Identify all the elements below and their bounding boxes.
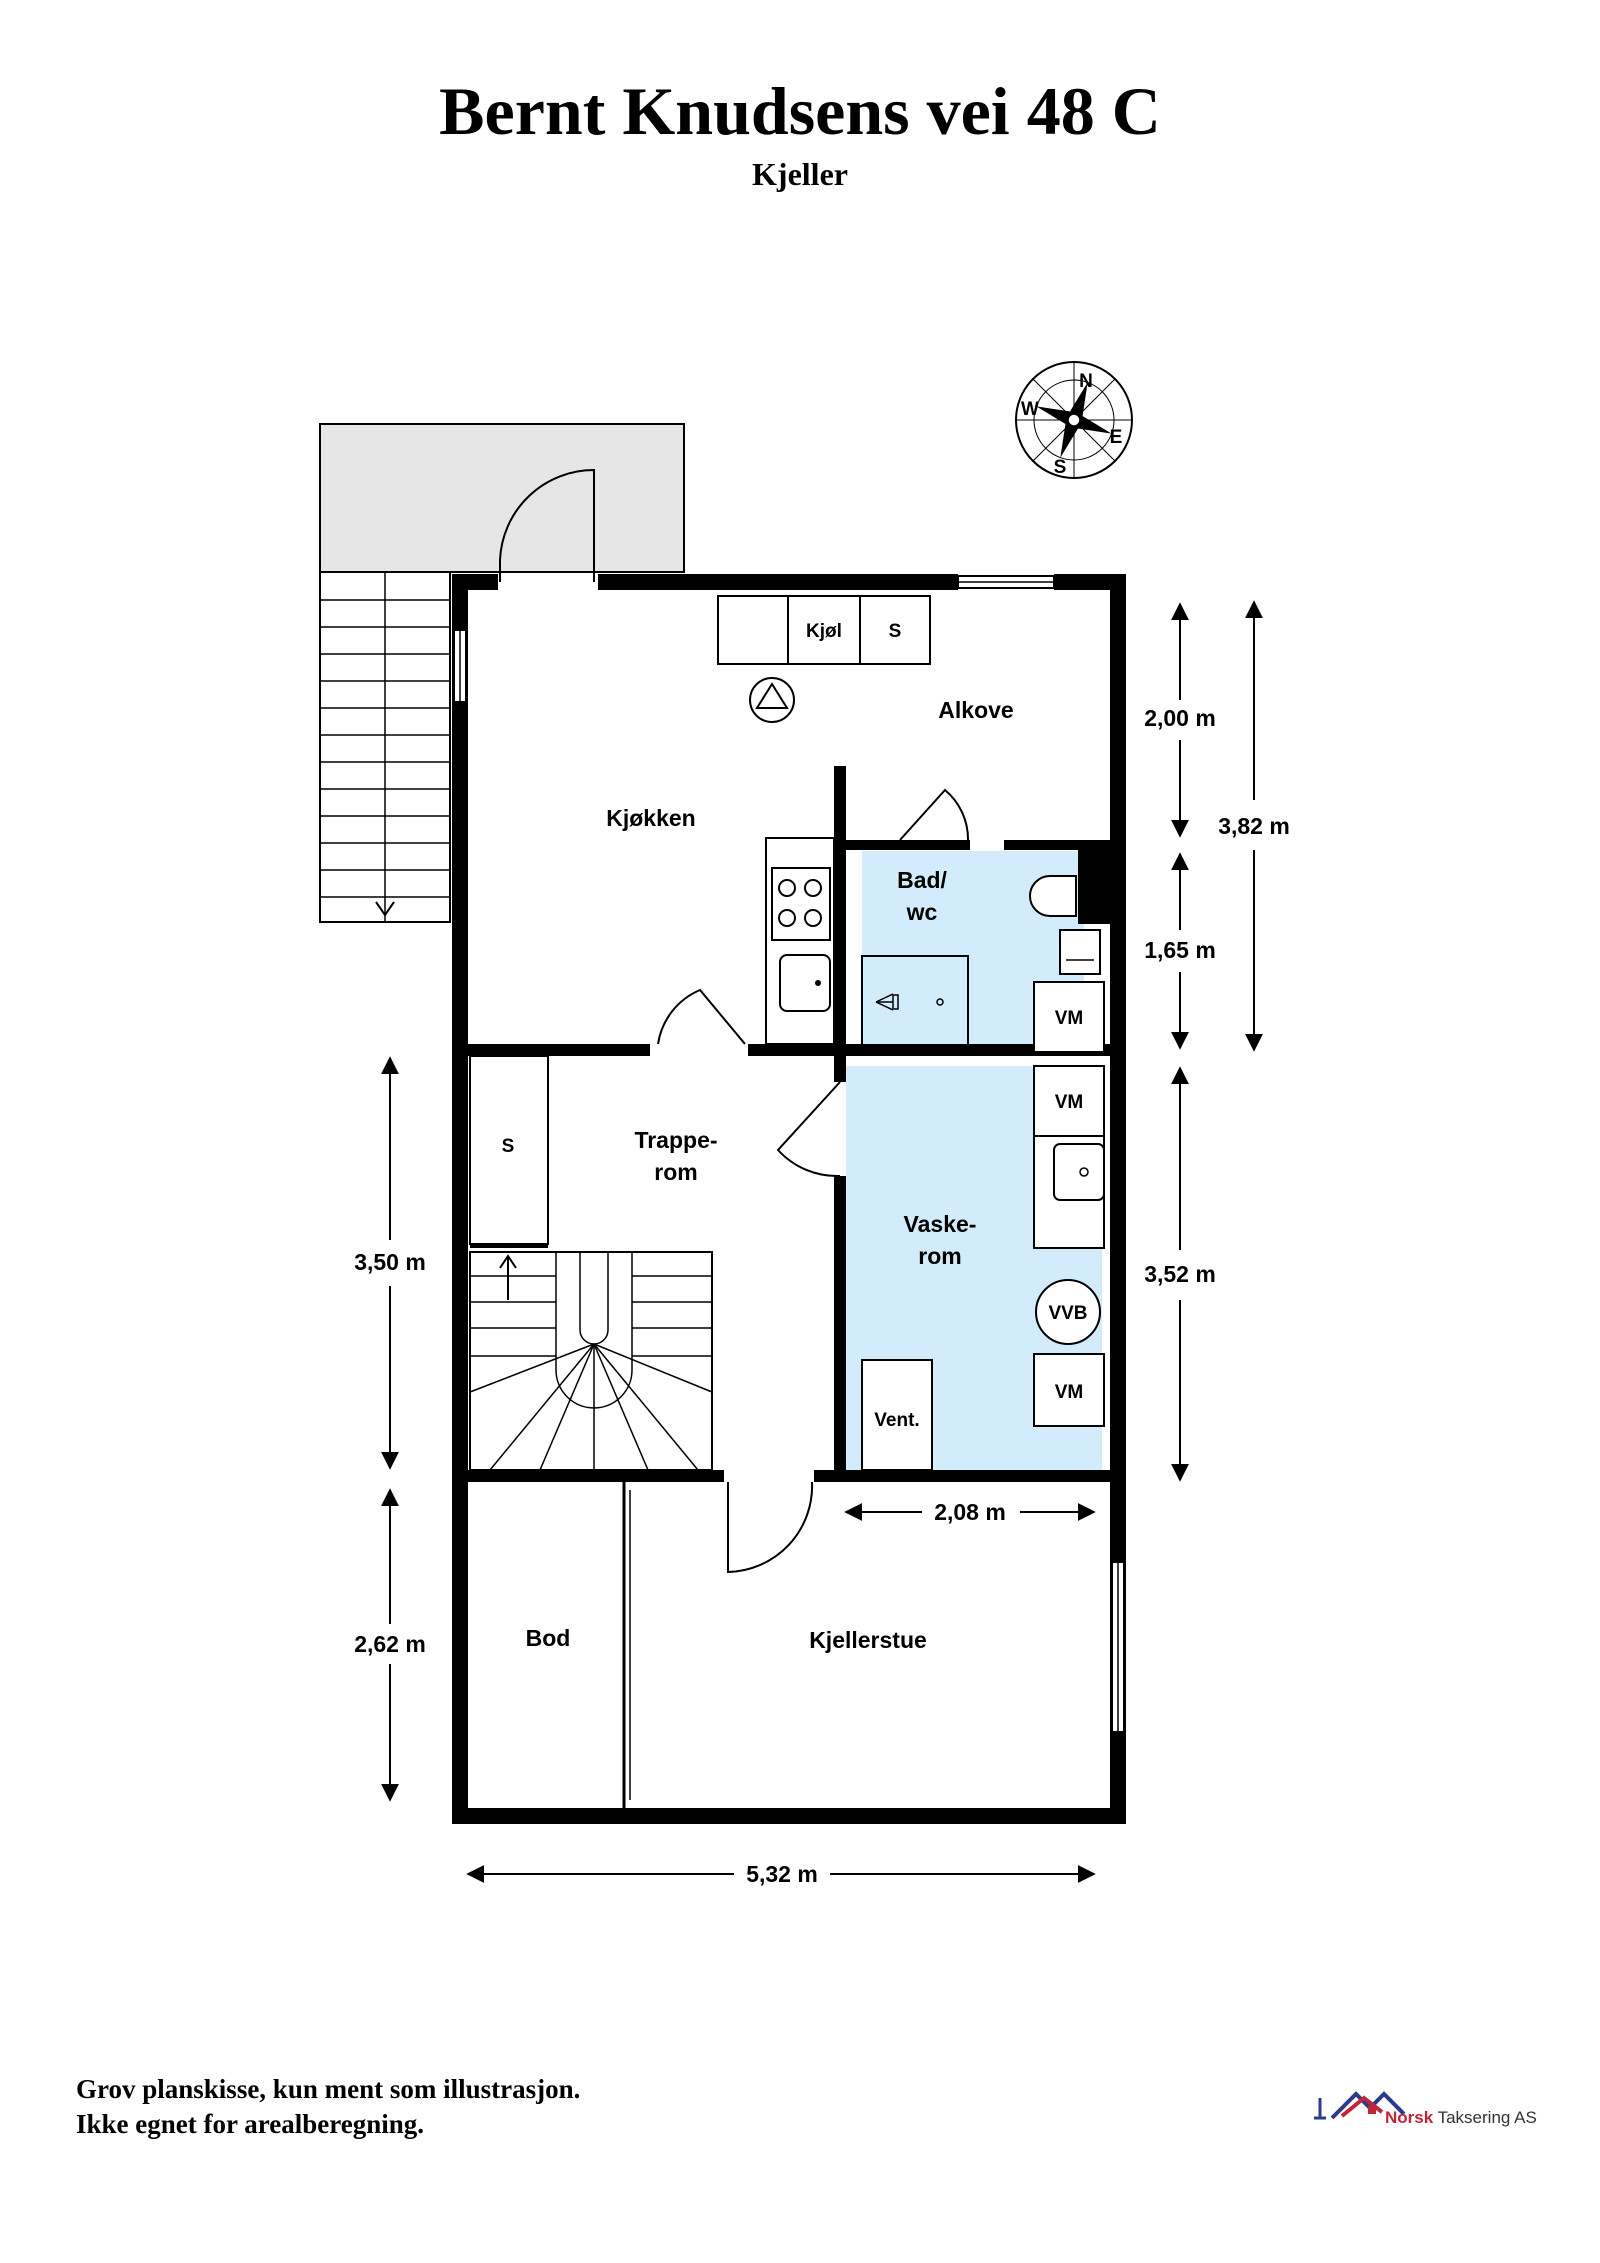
dimension-lines	[381, 600, 1263, 1883]
room-label-trapperom-1: Trappe-	[634, 1127, 717, 1153]
fridge-label: Kjøl	[806, 621, 842, 642]
shower	[861, 955, 969, 1053]
compass-e: E	[1110, 427, 1123, 448]
water-heater	[1035, 1279, 1101, 1345]
vm-label-2: VM	[1055, 1382, 1084, 1403]
room-label-kjokken: Kjøkken	[606, 805, 695, 831]
disclaimer-line-2: Ikke egnet for arealberegning.	[76, 2109, 424, 2139]
stair-storage	[469, 1055, 549, 1245]
logo-text-rest: Taksering AS	[1433, 2108, 1537, 2127]
kitchen-sink-icon	[779, 954, 831, 1012]
company-logo-text: Norsk Taksering AS	[1385, 2108, 1537, 2128]
bad-door	[899, 788, 970, 841]
bathroom-sink-icon	[1059, 929, 1101, 975]
dim-label-350: 3,50 m	[354, 1249, 426, 1275]
toilet-icon	[1029, 875, 1077, 917]
room-label-trapperom-2: rom	[654, 1159, 697, 1185]
shower-head-icon	[875, 993, 899, 1011]
interior-walls	[452, 766, 1110, 1482]
dim-label-262: 2,62 m	[354, 1631, 426, 1657]
vvb-label: VVB	[1048, 1303, 1087, 1324]
stair-down-arrow-icon	[375, 901, 395, 917]
compass-n: N	[1079, 371, 1093, 392]
kitchen-door	[657, 988, 746, 1045]
dim-label-382: 3,82 m	[1218, 813, 1290, 839]
dim-label-532: 5,32 m	[746, 1861, 818, 1887]
compass-rose-icon: N E S W	[1015, 361, 1133, 479]
dim-label-165: 1,65 m	[1144, 937, 1216, 963]
washing-machine-2	[1033, 1353, 1105, 1427]
exterior-walls	[452, 574, 1126, 1824]
room-label-bod: Bod	[526, 1625, 571, 1651]
dim-label-200: 2,00 m	[1144, 705, 1216, 731]
laundry-sink-icon	[1053, 1143, 1105, 1201]
room-label-vaskerom-2: rom	[918, 1243, 961, 1269]
vent-label: Vent.	[874, 1410, 919, 1431]
room-label-wc: wc	[906, 899, 938, 925]
stair-up-arrow-icon	[499, 1254, 517, 1300]
room-label-bad: Bad/	[897, 867, 947, 893]
terrace	[319, 423, 685, 573]
kjellerstue-door	[727, 1481, 814, 1574]
cabinet-label-top: S	[889, 621, 902, 642]
washing-machine-1	[1033, 1065, 1105, 1137]
disclaimer: Grov planskisse, kun ment som illustrasj…	[76, 2072, 580, 2142]
cabinet-label-stair: S	[502, 1136, 515, 1157]
dim-label-208: 2,08 m	[934, 1499, 1006, 1525]
room-label-alkove: Alkove	[938, 697, 1013, 723]
inner-stairs	[469, 1251, 713, 1471]
washing-machine-bad	[1033, 981, 1105, 1053]
compass-s: S	[1054, 457, 1067, 478]
entry-door	[499, 468, 595, 582]
company-logo-icon	[1314, 2091, 1406, 2120]
dim-label-352: 3,52 m	[1144, 1261, 1216, 1287]
vm-label-bad: VM	[1055, 1008, 1084, 1029]
inner-stair-treads	[469, 1252, 713, 1471]
room-label-vaskerom-1: Vaske-	[904, 1211, 977, 1237]
vm-label-1: VM	[1055, 1092, 1084, 1113]
logo-text-bold: Norsk	[1385, 2108, 1434, 2127]
stove	[771, 867, 831, 941]
ventilation-fan-icon	[749, 677, 795, 723]
page-title: Bernt Knudsens vei 48 C	[439, 73, 1161, 149]
upper-cabinets	[717, 595, 931, 665]
compass-w: W	[1021, 399, 1039, 420]
vaskerom-door	[776, 1081, 841, 1178]
stove-burners-icon	[778, 879, 822, 927]
ventilation-unit	[861, 1359, 933, 1471]
room-label-kjellerstue: Kjellerstue	[809, 1627, 927, 1653]
floor-subtitle: Kjeller	[752, 156, 848, 192]
outside-stair-treads	[320, 572, 450, 922]
disclaimer-line-1: Grov planskisse, kun ment som illustrasj…	[76, 2074, 581, 2104]
